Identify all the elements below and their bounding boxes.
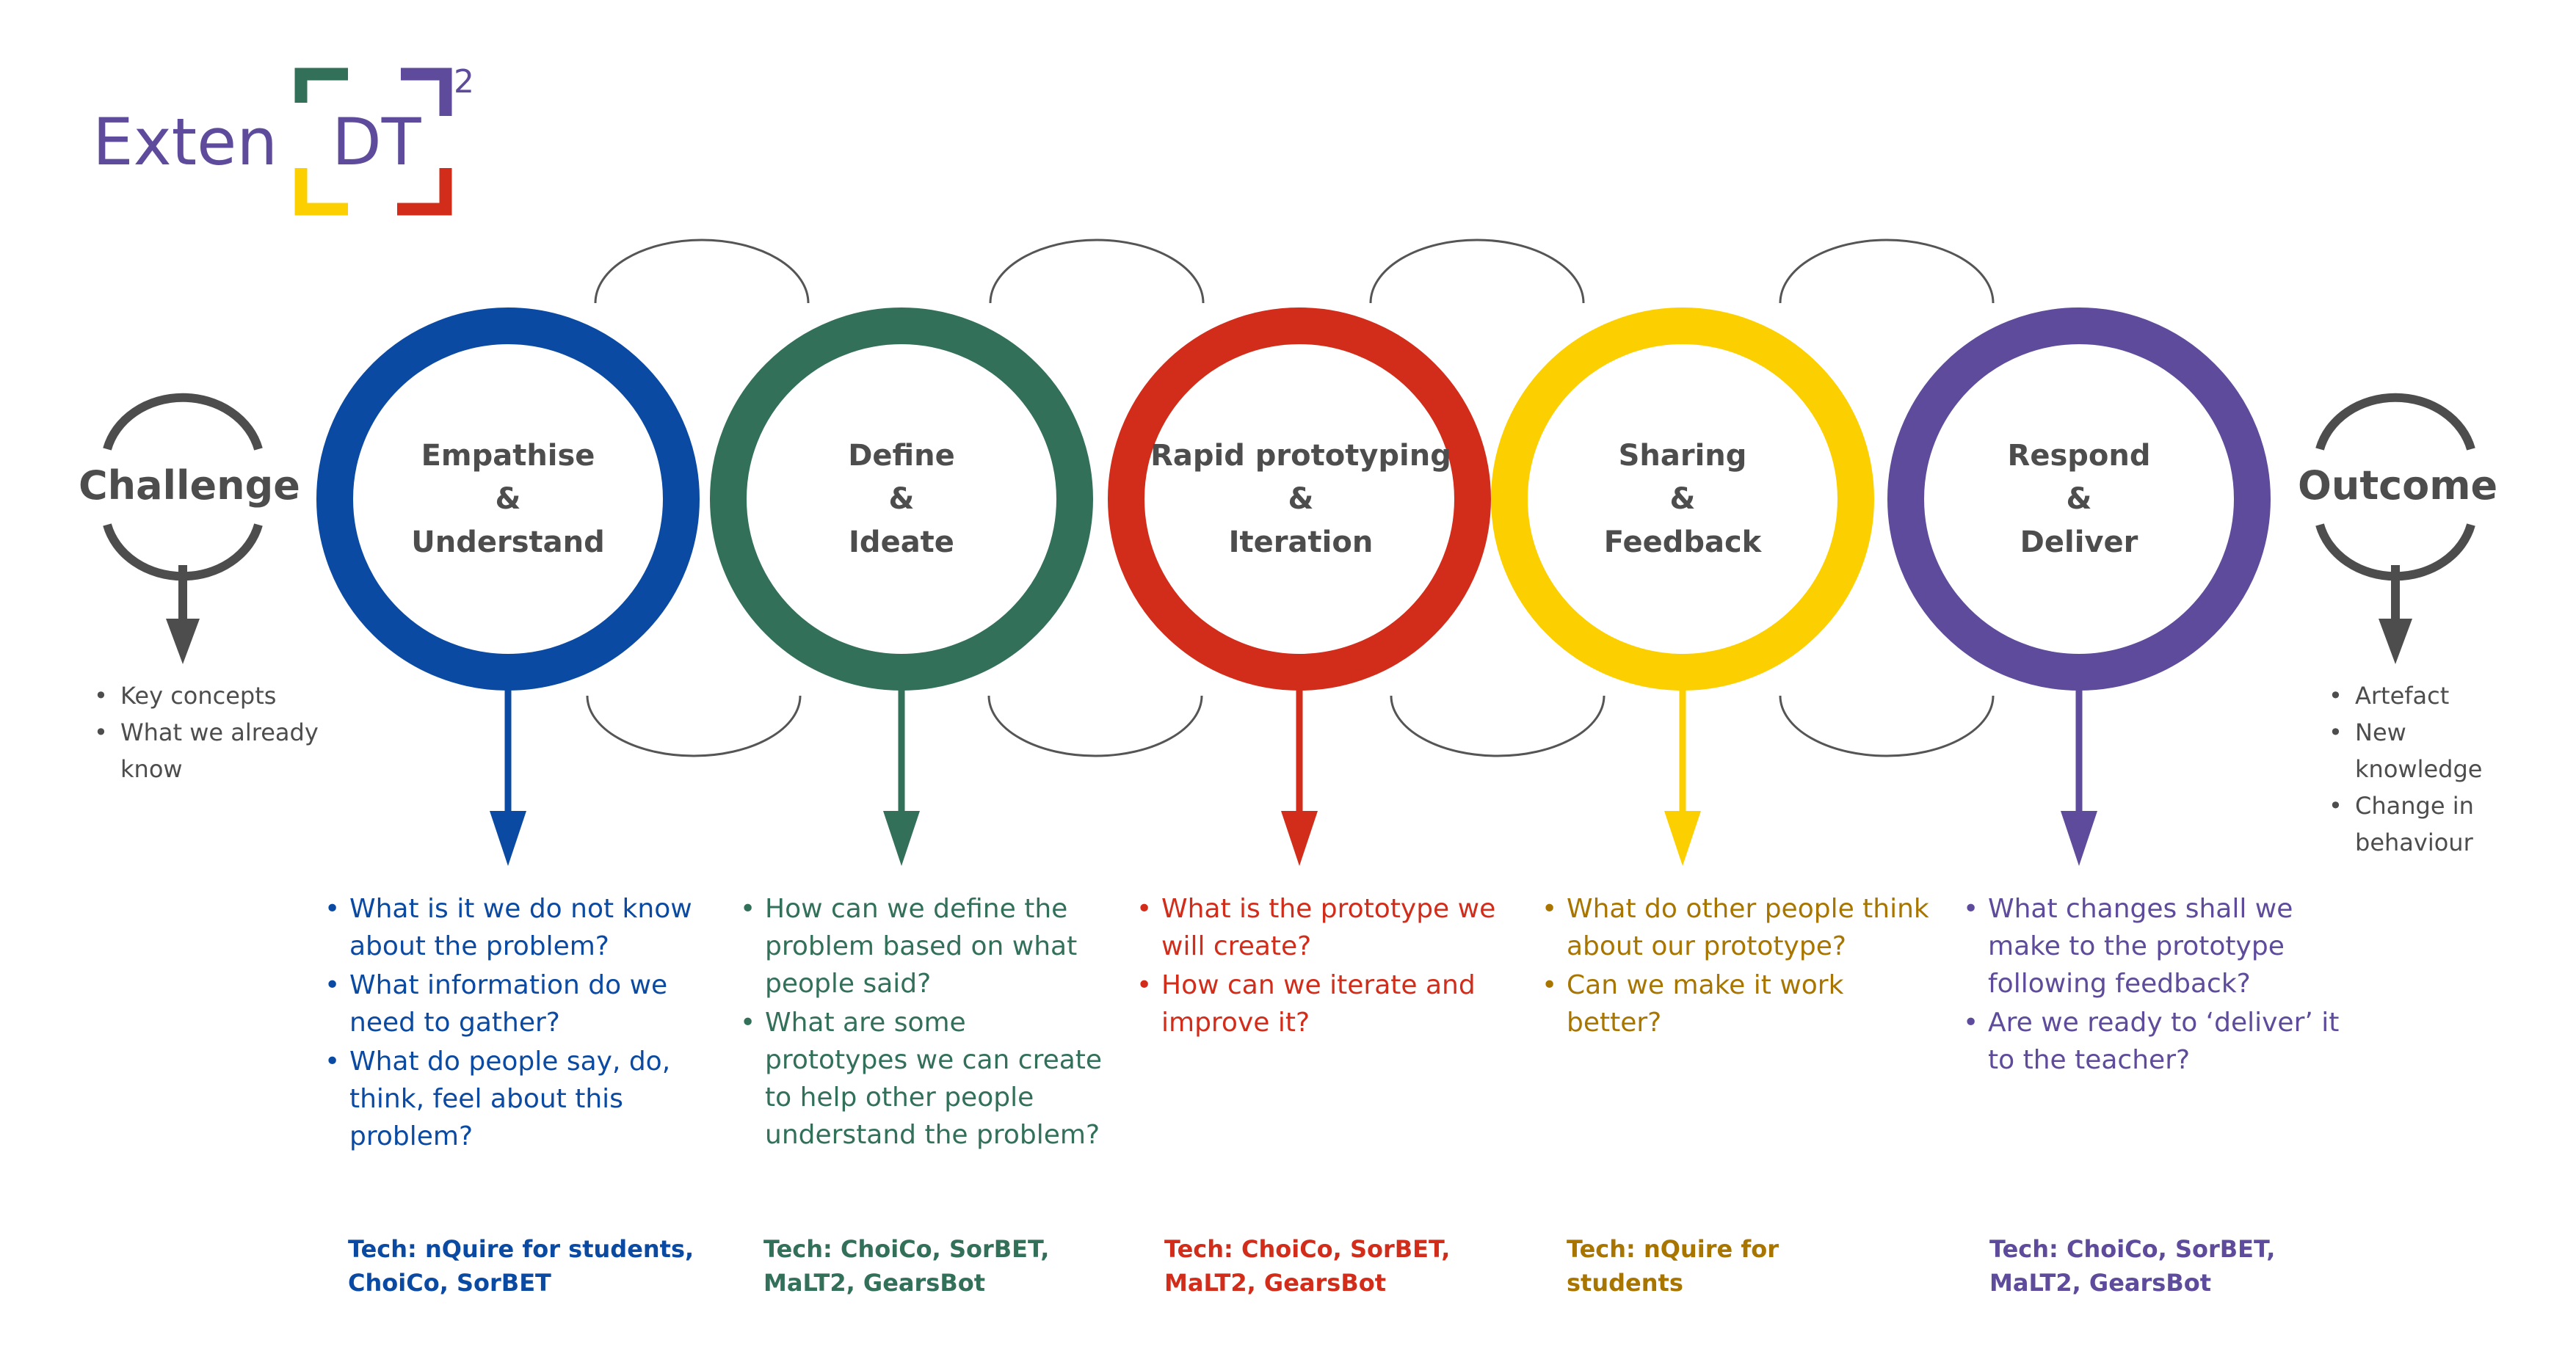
stage-3-question: What is the prototype we will create? (1136, 890, 1528, 965)
stage-1-question: What is it we do not know about the prob… (324, 890, 716, 965)
challenge-title: Challenge (79, 462, 300, 509)
stage-2-ring (710, 307, 1093, 691)
stage-5-label: Respond & Deliver (1925, 434, 2233, 564)
challenge-item: What we already know (94, 714, 333, 787)
stage-3-label-line1: Rapid prototyping (1150, 439, 1451, 473)
stage-5-question: What changes shall we make to the protot… (1963, 890, 2355, 1002)
stage-4-questions: What do other people think about our pro… (1540, 890, 1934, 1043)
stage-3-arrowhead (1281, 811, 1318, 866)
bottom-arc-2 (987, 695, 1203, 757)
stage-2-label-line2: Ideate (849, 525, 954, 559)
logo-superscript: 2 (454, 63, 474, 101)
stage-5-label-line1: Respond (2007, 439, 2151, 473)
stage-4-label-line1: Sharing (1618, 439, 1747, 473)
stage-5-arrowhead (2061, 811, 2097, 866)
stage-3-ring (1108, 307, 1491, 691)
outcome-item: Artefact (2329, 677, 2531, 714)
stage-1-label: Empathise & Understand (354, 434, 662, 564)
stage-layer (316, 307, 2271, 866)
stage-2-label: Define & Ideate (747, 434, 1056, 564)
bottom-arc-1 (586, 695, 802, 757)
outcome-list: Artefact New knowledge Change in behavio… (2327, 677, 2531, 861)
stage-1-ring (316, 307, 700, 691)
stage-5-tech: Tech: ChoiCo, SorBET, MaLT2, GearsBot (1989, 1235, 2276, 1297)
outcome-item: Change in behaviour (2329, 787, 2531, 861)
challenge-item: Key concepts (94, 677, 333, 714)
challenge-marker (103, 393, 263, 664)
outcome-top-arc (2315, 393, 2475, 451)
stage-2-label-line1: Define (848, 439, 955, 473)
challenge-top-arc (103, 393, 263, 451)
stage-1-arrowhead (490, 811, 526, 866)
stage-3-questions: What is the prototype we will create? Ho… (1135, 890, 1528, 1043)
stage-2-questions: How can we define the problem based on w… (739, 890, 1110, 1155)
stage-connector-arcs (586, 239, 1995, 757)
bottom-arc-4 (1779, 695, 1995, 757)
stage-4-ring (1491, 307, 1874, 691)
stage-5-questions: What changes shall we make to the protot… (1962, 890, 2355, 1080)
stage-1-questions: What is it we do not know about the prob… (323, 890, 716, 1157)
stage-4-shape (1491, 307, 1874, 866)
bottom-arc-3 (1390, 695, 1606, 757)
top-arc-1 (594, 239, 810, 304)
stage-2-label-amp: & (888, 482, 915, 516)
stage-4-label: Sharing & Feedback (1528, 434, 1837, 564)
stage-4-label-amp: & (1669, 482, 1696, 516)
stage-5-label-line2: Deliver (2020, 525, 2138, 559)
stage-4-arrowhead (1664, 811, 1701, 866)
stage-3-label-line2: Iteration (1228, 525, 1374, 559)
challenge-arrowhead (166, 619, 200, 664)
logo-text-dt: DT (332, 104, 421, 180)
top-arc-2 (989, 239, 1205, 304)
logo-bracket-marks (294, 68, 452, 216)
outcome-title: Outcome (2298, 462, 2498, 509)
outcome-marker (2315, 393, 2475, 664)
stage-5-shape (1887, 307, 2271, 866)
outcome-arrowhead (2379, 619, 2412, 664)
stage-2-arrowhead (883, 811, 920, 866)
stage-4-label-line2: Feedback (1603, 525, 1762, 559)
stage-2-shape (710, 307, 1093, 866)
challenge-list: Key concepts What we already know (92, 677, 333, 787)
stage-5-label-amp: & (2066, 482, 2092, 516)
top-arc-4 (1779, 239, 1995, 304)
stage-5-ring (1887, 307, 2271, 691)
logo-text-exten: Exten (92, 104, 278, 180)
stage-1-label-amp: & (495, 482, 521, 516)
outcome-item: New knowledge (2329, 714, 2531, 787)
stage-1-question: What information do we need to gather? (324, 967, 716, 1041)
stage-1-question: What do people say, do, think, feel abou… (324, 1043, 716, 1155)
stage-3-tech: Tech: ChoiCo, SorBET, MaLT2, GearsBot (1164, 1235, 1451, 1297)
stage-1-label-line2: Understand (411, 525, 605, 559)
stage-3-label: Rapid prototyping & Iteration (1139, 434, 1462, 564)
stage-3-question: How can we iterate and improve it? (1136, 967, 1528, 1041)
stage-5-question: Are we ready to ‘deliver’ it to the teac… (1963, 1004, 2355, 1079)
stage-4-question: What do other people think about our pro… (1542, 890, 1934, 965)
stage-2-question: What are some prototypes we can create t… (740, 1004, 1110, 1154)
stage-4-question: Can we make it work better? (1542, 967, 1934, 1041)
stage-1-shape (316, 307, 700, 866)
stage-1-tech: Tech: nQuire for students, ChoiCo, SorBE… (348, 1235, 694, 1297)
stage-2-tech: Tech: ChoiCo, SorBET, MaLT2, GearsBot (763, 1235, 1050, 1297)
stage-4-tech: Tech: nQuire for students (1567, 1235, 1779, 1297)
stage-1-label-line1: Empathise (421, 439, 595, 473)
top-arc-3 (1369, 239, 1585, 304)
stage-2-question: How can we define the problem based on w… (740, 890, 1110, 1002)
stage-3-label-amp: & (1288, 482, 1314, 516)
stage-3-shape (1108, 307, 1491, 866)
